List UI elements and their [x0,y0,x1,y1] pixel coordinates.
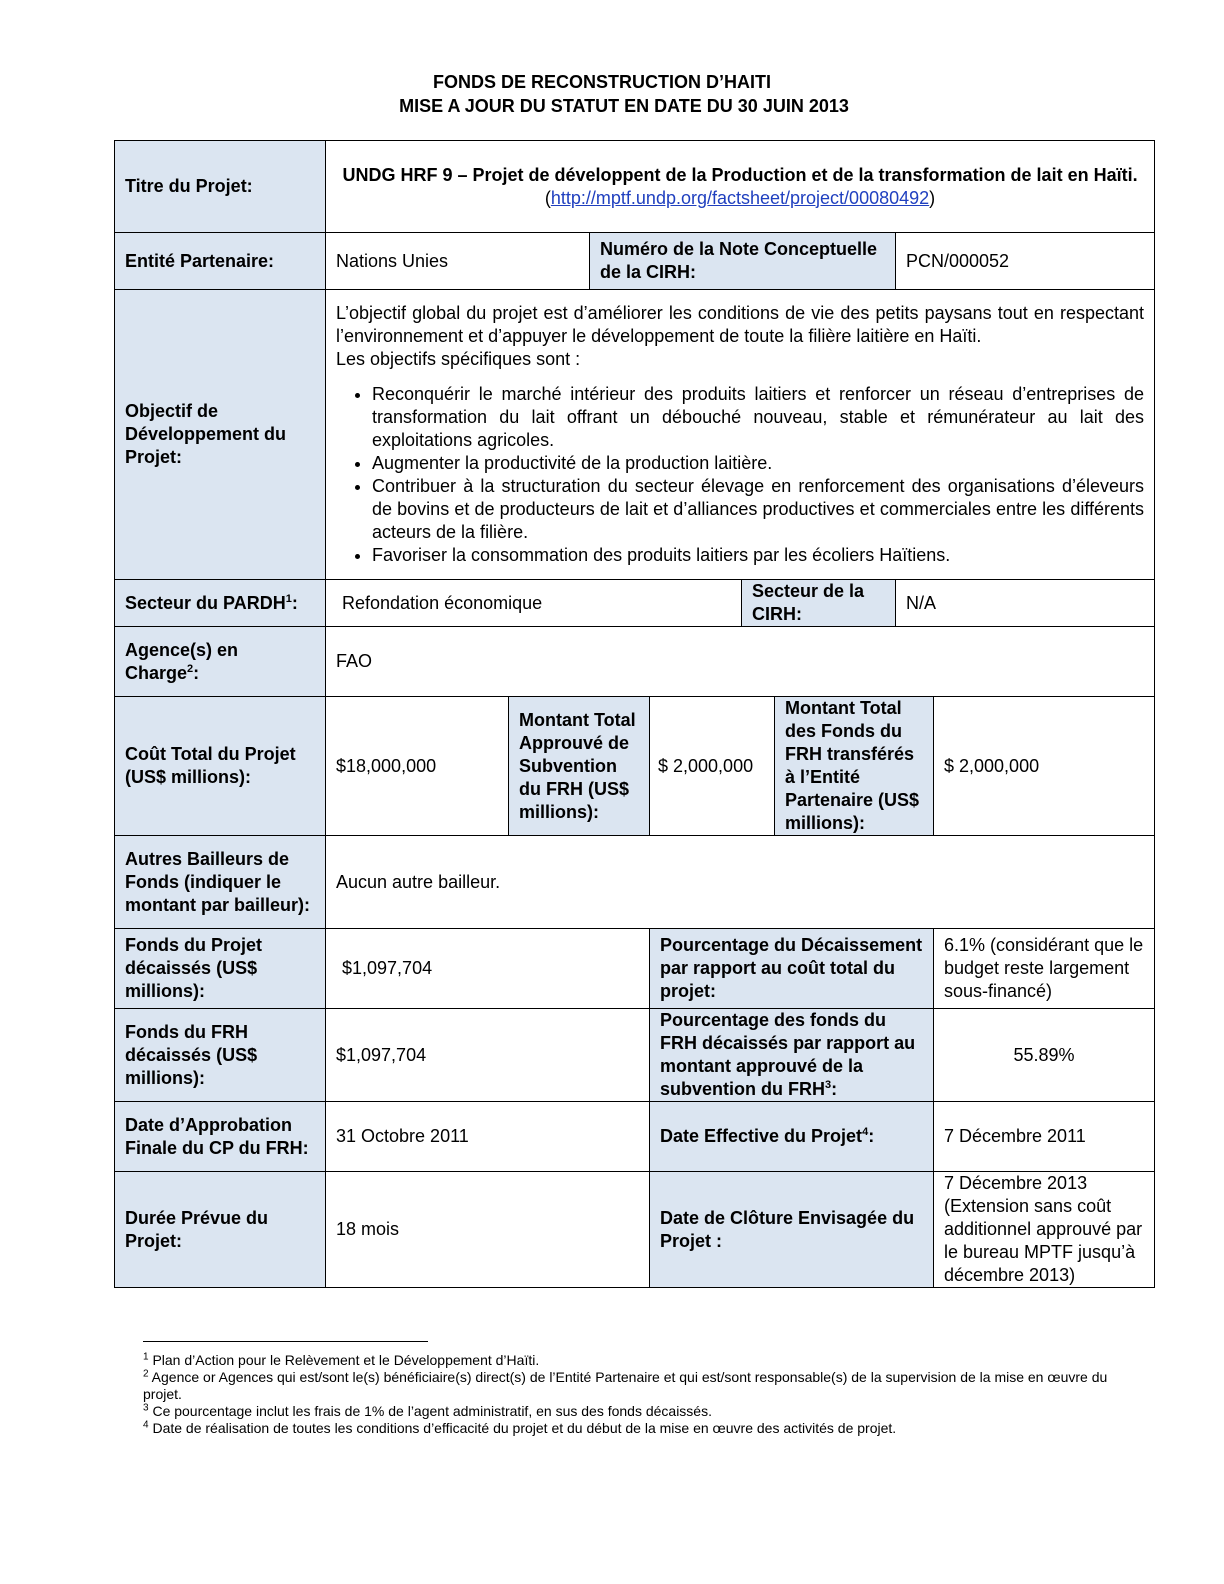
cirh-sector-value: N/A [894,579,1156,627]
row-duration: Durée Prévue du Projet: 18 mois Date de … [114,1171,1156,1288]
document-subtitle: MISE A JOUR DU STATUT EN DATE DU 30 JUIN… [399,96,849,116]
row-partner: Entité Partenaire: Nations Unies Numéro … [114,232,1156,290]
footnote: 4 Date de réalisation de toutes les cond… [143,1419,897,1436]
objective-specific-intro: Les objectifs spécifiques sont : [336,349,581,369]
objective-cell: L’objectif global du projet est d’amélio… [324,289,1156,580]
project-disbursed-value: $1,097,704 [325,928,650,1009]
closing-date-label: Date de Clôture Envisagée du Projet : [649,1171,934,1288]
approval-date-label: Date d’Approbation Finale du CP du FRH: [114,1101,326,1172]
total-cost-value: $18,000,000 [325,696,509,836]
frh-disbursed-pct-label: Pourcentage des fonds du FRH décaissés p… [649,1008,934,1102]
project-status-table: Titre du Projet: UNDG HRF 9 – Projet de … [114,140,1156,1288]
objective-list: Reconquérir le marché intérieur des prod… [336,383,1144,567]
concept-note-label: Numéro de la Note Conceptuelle de la CIR… [589,232,896,290]
other-donors-label: Autres Bailleurs de Fonds (indiquer le m… [114,835,326,929]
sector-label: Secteur du PARDH1: [114,579,326,627]
project-title-cell: UNDG HRF 9 – Projet de développent de la… [324,140,1156,233]
approval-date-value: 31 Octobre 2011 [325,1101,650,1172]
approved-grant-value: $ 2,000,000 [649,696,775,836]
project-title-label: Titre du Projet: [114,140,326,233]
duration-value: 18 mois [325,1171,650,1288]
transferred-funds-label: Montant Total des Fonds du FRH transféré… [774,696,934,836]
approved-grant-label: Montant Total Approuvé de Subvention du … [508,696,650,836]
row-frh-disbursed: Fonds du FRH décaissés (US$ millions): $… [114,1008,1156,1102]
objective-item: Augmenter la productivité de la producti… [372,452,1144,475]
footnote: 3 Ce pourcentage inclut les frais de 1% … [143,1402,712,1419]
project-disbursed-label: Fonds du Projet décaissés (US$ millions)… [114,928,326,1009]
objective-item: Contribuer à la structuration du secteur… [372,475,1144,544]
transferred-funds-value: $ 2,000,000 [932,696,1156,836]
row-approval: Date d’Approbation Finale du CP du FRH: … [114,1101,1156,1172]
partner-value: Nations Unies [325,232,590,290]
total-cost-label: Coût Total du Projet (US$ millions): [114,696,326,836]
objective-intro: L’objectif global du projet est d’amélio… [336,303,1145,346]
agency-value: FAO [324,626,1156,697]
effective-date-label: Date Effective du Projet4: [649,1101,934,1172]
partner-label: Entité Partenaire: [114,232,326,290]
project-title: UNDG HRF 9 – Projet de développent de la… [342,164,1138,185]
row-objective: Objectif de Développement du Projet: L’o… [114,289,1156,580]
row-project-disbursed: Fonds du Projet décaissés (US$ millions)… [114,928,1156,1009]
footnote: 1 Plan d’Action pour le Relèvement et le… [143,1351,540,1368]
objective-label: Objectif de Développement du Projet: [114,289,326,580]
objective-item: Reconquérir le marché intérieur des prod… [372,383,1144,452]
closing-date-value: 7 Décembre 2013 (Extension sans coût add… [932,1171,1156,1288]
project-url-line: (http://mptf.undp.org/factsheet/project/… [544,187,936,208]
frh-disbursed-value: $1,097,704 [325,1008,650,1102]
row-cost: Coût Total du Projet (US$ millions): $18… [114,696,1156,836]
agency-label: Agence(s) en Charge2: [114,626,326,697]
sector-value: Refondation économique [325,579,742,627]
footnotes: 1 Plan d’Action pour le Relèvement et le… [143,1352,1118,1437]
objective-item: Favoriser la consommation des produits l… [372,544,1144,567]
row-sector: Secteur du PARDH1: Refondation économiqu… [114,579,1156,627]
project-disbursed-pct-label: Pourcentage du Décaissement par rapport … [649,928,934,1009]
project-disbursed-pct-value: 6.1% (considérant que le budget reste la… [932,928,1156,1009]
concept-note-value: PCN/000052 [894,232,1156,290]
document-title: FONDS DE RECONSTRUCTION D’HAITI [432,72,771,92]
row-other-donors: Autres Bailleurs de Fonds (indiquer le m… [114,835,1156,929]
row-agency: Agence(s) en Charge2: FAO [114,626,1156,697]
frh-disbursed-label: Fonds du FRH décaissés (US$ millions): [114,1008,326,1102]
project-factsheet-link[interactable]: http://mptf.undp.org/factsheet/project/0… [550,187,930,208]
footnote: 2 Agence or Agences qui est/sont le(s) b… [143,1368,1108,1402]
row-project-title: Titre du Projet: UNDG HRF 9 – Projet de … [114,140,1156,233]
effective-date-value: 7 Décembre 2011 [932,1101,1156,1172]
other-donors-value: Aucun autre bailleur. [324,835,1156,929]
frh-disbursed-pct-value: 55.89% [932,1008,1156,1102]
cirh-sector-label: Secteur de la CIRH: [741,579,896,627]
footnote-separator [143,1341,428,1342]
duration-label: Durée Prévue du Projet: [114,1171,326,1288]
